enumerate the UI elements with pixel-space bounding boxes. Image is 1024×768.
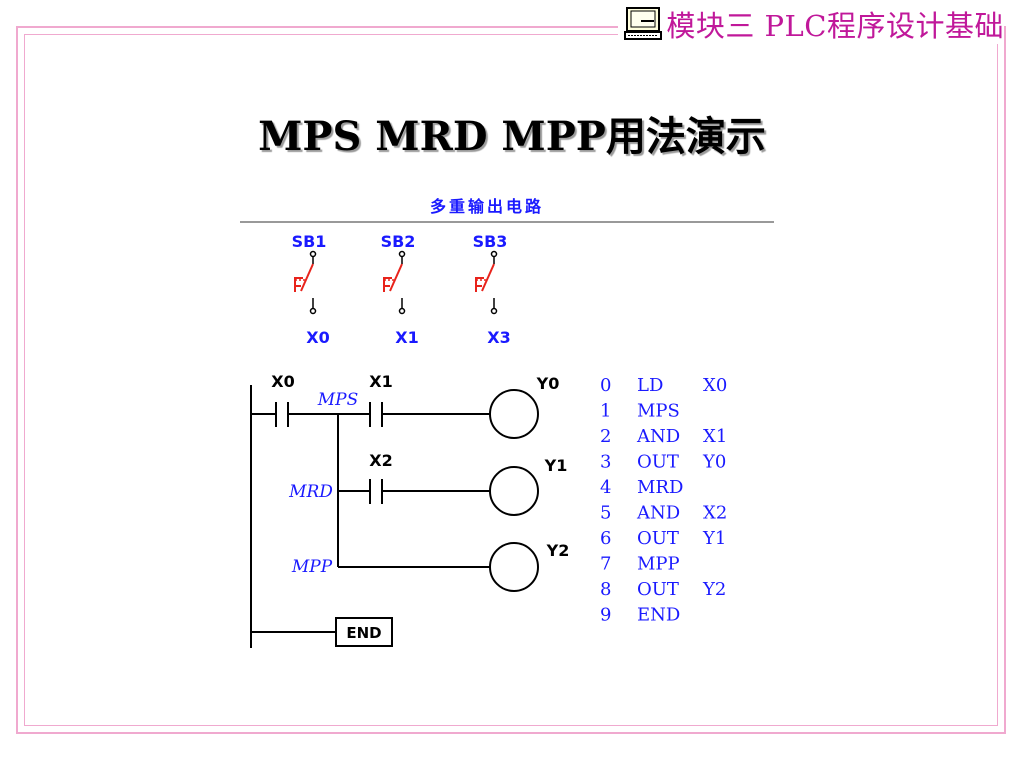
coil-y1-label: Y1 <box>544 456 568 475</box>
instruction-step: 4 <box>600 477 611 498</box>
coil-y0-label: Y0 <box>536 374 560 393</box>
end-box <box>335 617 393 647</box>
switch-top-label: SB1 <box>292 232 327 251</box>
instruction-step: 7 <box>600 554 611 575</box>
coil-y2-label: Y2 <box>546 541 570 560</box>
contact-x1-label: X1 <box>369 372 392 391</box>
page-title: MPS MRD MPP用法演示 <box>258 113 766 160</box>
instruction-op: MPS <box>637 401 680 422</box>
slide-header: 模块三 PLC程序设计基础 <box>618 4 1004 44</box>
instruction-step: 8 <box>600 579 611 600</box>
instruction-row: 6 OUT Y1 <box>600 528 726 549</box>
instruction-op: AND <box>636 503 680 524</box>
instruction-arg: Y1 <box>702 528 726 549</box>
instruction-arg: X0 <box>703 375 727 396</box>
instruction-op: OUT <box>637 452 679 473</box>
instruction-row: 7 MPP <box>600 554 680 575</box>
slide-frame-inner <box>24 34 998 726</box>
switch-bottom-label: X3 <box>487 328 510 347</box>
instruction-step: 2 <box>600 426 611 447</box>
instruction-step: 3 <box>600 452 611 473</box>
instruction-row: 2 AND X1 <box>600 426 727 447</box>
instruction-row: 1 MPS <box>600 401 680 422</box>
contact-x2-label: X2 <box>369 451 392 470</box>
instruction-op: AND <box>636 426 680 447</box>
instruction-arg: Y2 <box>702 579 726 600</box>
contact-x1 <box>369 402 383 427</box>
instruction-op: OUT <box>637 528 679 549</box>
end-label: END <box>346 624 381 642</box>
instruction-arg: X2 <box>703 503 727 524</box>
instruction-op: END <box>637 605 680 626</box>
instruction-arg: X1 <box>703 426 727 447</box>
instruction-row: 8 OUT Y2 <box>600 579 726 600</box>
instruction-step: 0 <box>600 375 611 396</box>
instruction-row: 3 OUT Y0 <box>600 452 726 473</box>
slide-frame-outer <box>16 26 1006 734</box>
header-title: 模块三 PLC程序设计基础 <box>666 9 1004 43</box>
monitor-icon <box>624 7 663 40</box>
coil-y0 <box>489 389 539 439</box>
instruction-row: 0 LD X0 <box>600 375 727 396</box>
instruction-op: MPP <box>637 554 680 575</box>
coil-y1 <box>489 466 539 516</box>
instruction-row: 4 MRD <box>600 477 683 498</box>
switch-bottom-label: X0 <box>306 328 329 347</box>
instruction-arg: Y0 <box>702 452 726 473</box>
diagram-caption: 多重输出电路 <box>430 197 544 216</box>
mpp-label: MPP <box>291 557 333 577</box>
mrd-label: MRD <box>288 482 333 502</box>
instruction-step: 1 <box>600 401 611 422</box>
contact-x2 <box>369 479 383 504</box>
ladder-wires <box>250 385 491 648</box>
mps-label: MPS <box>317 390 359 410</box>
coil-y2 <box>489 542 539 592</box>
switch-top-label: SB3 <box>473 232 508 251</box>
switch-top-label: SB2 <box>381 232 416 251</box>
instruction-row: 9 END <box>600 605 680 626</box>
instruction-step: 9 <box>600 605 611 626</box>
instruction-step: 5 <box>600 503 611 524</box>
contact-x0 <box>275 402 289 427</box>
instruction-row: 5 AND X2 <box>600 503 727 524</box>
contact-x0-label: X0 <box>271 372 294 391</box>
instruction-op: OUT <box>637 579 679 600</box>
instruction-op: MRD <box>637 477 683 498</box>
instruction-op: LD <box>637 375 663 396</box>
instruction-step: 6 <box>600 528 611 549</box>
switch-bottom-label: X1 <box>395 328 418 347</box>
